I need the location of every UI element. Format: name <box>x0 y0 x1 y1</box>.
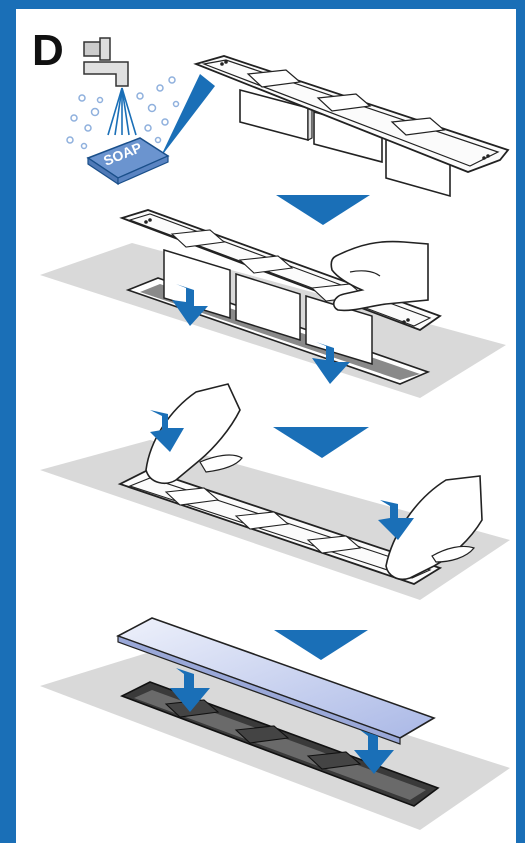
water-spray-icon <box>108 88 136 135</box>
down-arrow-icon <box>274 630 368 660</box>
down-arrow-icon <box>276 195 370 225</box>
filter-tray-icon <box>196 56 508 196</box>
faucet-icon <box>84 38 128 86</box>
soap-bar-icon: SOAP <box>88 138 168 184</box>
down-arrow-icon <box>273 427 369 458</box>
hand-icon <box>331 242 428 311</box>
pointer-wedge <box>160 74 215 158</box>
